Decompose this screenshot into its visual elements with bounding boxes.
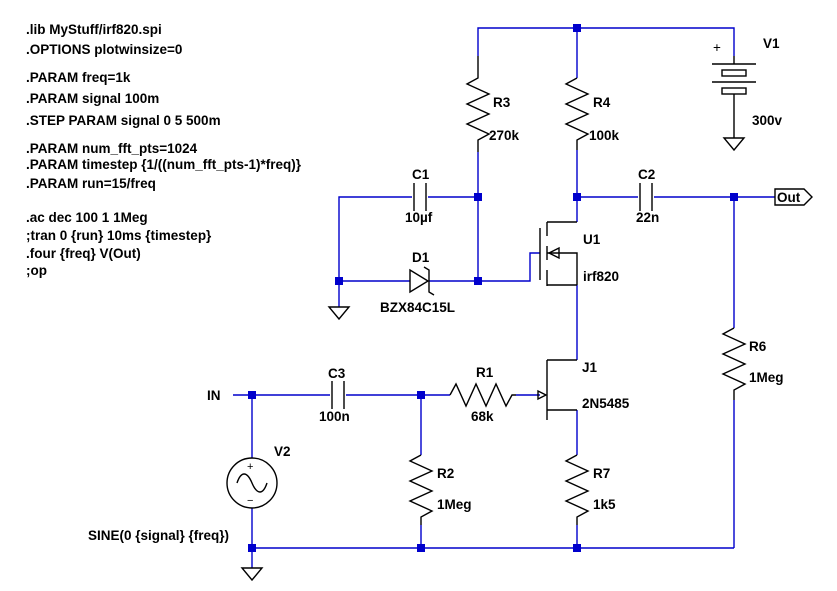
capacitor-c1[interactable]: C1 10µf	[405, 167, 433, 225]
r1-value: 68k	[471, 409, 494, 424]
r3-value: 270k	[489, 128, 520, 143]
ground-d1	[327, 306, 351, 321]
v2-label: V2	[274, 444, 291, 459]
wire-c1-left	[338, 196, 412, 307]
r7-value: 1k5	[593, 497, 616, 512]
resistor-r6[interactable]: R6 1Meg	[721, 327, 784, 400]
battery-v1[interactable]: + V1 300v	[712, 36, 783, 138]
junction-drain	[573, 193, 581, 201]
c2-value: 22n	[636, 210, 659, 225]
resistor-r4[interactable]: R4 100k	[564, 77, 620, 150]
junction-d1-gnd	[335, 277, 343, 285]
j1-value: 2N5485	[582, 396, 630, 411]
r3-label: R3	[493, 95, 511, 110]
resistor-r1[interactable]: R1 68k	[449, 365, 516, 424]
d1-label: D1	[412, 250, 430, 265]
net-label-out[interactable]: Out	[774, 188, 813, 206]
v2-value: SINE(0 {signal} {freq})	[88, 528, 229, 543]
c1-label: C1	[412, 167, 430, 182]
v1-label: V1	[763, 36, 780, 51]
directive-lib: .lib MyStuff/irf820.spi	[26, 22, 162, 37]
ground-v2	[240, 567, 264, 582]
c2-label: C2	[638, 167, 655, 182]
c3-label: C3	[328, 366, 346, 381]
directive-ac: .ac dec 100 1 1Meg	[26, 210, 148, 225]
junction-gnd-v2	[248, 544, 256, 552]
r7-label: R7	[593, 466, 610, 481]
junction-gnd-r2	[417, 544, 425, 552]
r6-value: 1Meg	[749, 370, 784, 385]
out-label: Out	[777, 190, 801, 205]
directive-param-fftpts: .PARAM num_fft_pts=1024	[26, 141, 198, 156]
wires	[233, 27, 775, 568]
directive-tran: ;tran 0 {run} 10ms {timestep}	[26, 228, 212, 243]
d1-value: BZX84C15L	[380, 300, 455, 315]
r4-label: R4	[593, 95, 611, 110]
zener-diode-d1[interactable]: D1 BZX84C15L	[380, 250, 455, 315]
wire-gate	[478, 252, 540, 282]
directive-four: .four {freq} V(Out)	[26, 246, 141, 261]
junction-in	[248, 391, 256, 399]
junction-c1	[474, 193, 482, 201]
resistor-r3[interactable]: R3 270k	[465, 56, 520, 152]
wire-top-rail	[477, 27, 735, 56]
v2-minus-sign: −	[247, 495, 253, 507]
directive-op: ;op	[26, 263, 47, 278]
u1-label: U1	[583, 232, 601, 247]
resistor-r2[interactable]: R2 1Meg	[408, 454, 472, 525]
capacitor-c3[interactable]: C3 100n	[319, 366, 350, 424]
mosfet-u1[interactable]: U1 irf820	[539, 221, 619, 286]
directive-param-signal: .PARAM signal 100m	[26, 91, 159, 106]
junctions	[248, 24, 738, 552]
r2-label: R2	[437, 466, 454, 481]
jfet-j1[interactable]: J1 2N5485	[537, 359, 630, 420]
r4-value: 100k	[589, 128, 620, 143]
j1-label: J1	[582, 360, 598, 375]
c3-value: 100n	[319, 409, 350, 424]
in-label: IN	[207, 388, 221, 403]
directive-step: .STEP PARAM signal 0 5 500m	[26, 113, 221, 128]
sine-source-v2[interactable]: + − V2 SINE(0 {signal} {freq})	[88, 444, 291, 543]
c1-value: 10µf	[405, 210, 433, 225]
spice-directives: .lib MyStuff/irf820.spi .OPTIONS plotwin…	[26, 22, 302, 278]
v2-plus-sign: +	[247, 461, 253, 473]
directive-param-freq: .PARAM freq=1k	[26, 70, 131, 85]
junction-r2	[417, 391, 425, 399]
resistor-r7[interactable]: R7 1k5	[564, 454, 616, 525]
junction-gate	[474, 277, 482, 285]
junction-out	[730, 193, 738, 201]
v1-plus-sign: +	[713, 40, 721, 55]
r2-value: 1Meg	[437, 497, 472, 512]
junction-top	[573, 24, 581, 32]
sine-wave-icon	[236, 473, 268, 493]
capacitor-c2[interactable]: C2 22n	[636, 167, 659, 225]
u1-value: irf820	[583, 269, 619, 284]
directive-options: .OPTIONS plotwinsize=0	[26, 42, 182, 57]
r1-label: R1	[476, 365, 494, 380]
ground-v1	[722, 137, 746, 152]
directive-param-timestep: .PARAM timestep {1/((num_fft_pts-1)*freq…	[26, 157, 302, 172]
directive-param-run: .PARAM run=15/freq	[26, 176, 156, 191]
r6-label: R6	[749, 339, 767, 354]
v1-value: 300v	[752, 113, 783, 128]
junction-gnd-r7	[573, 544, 581, 552]
